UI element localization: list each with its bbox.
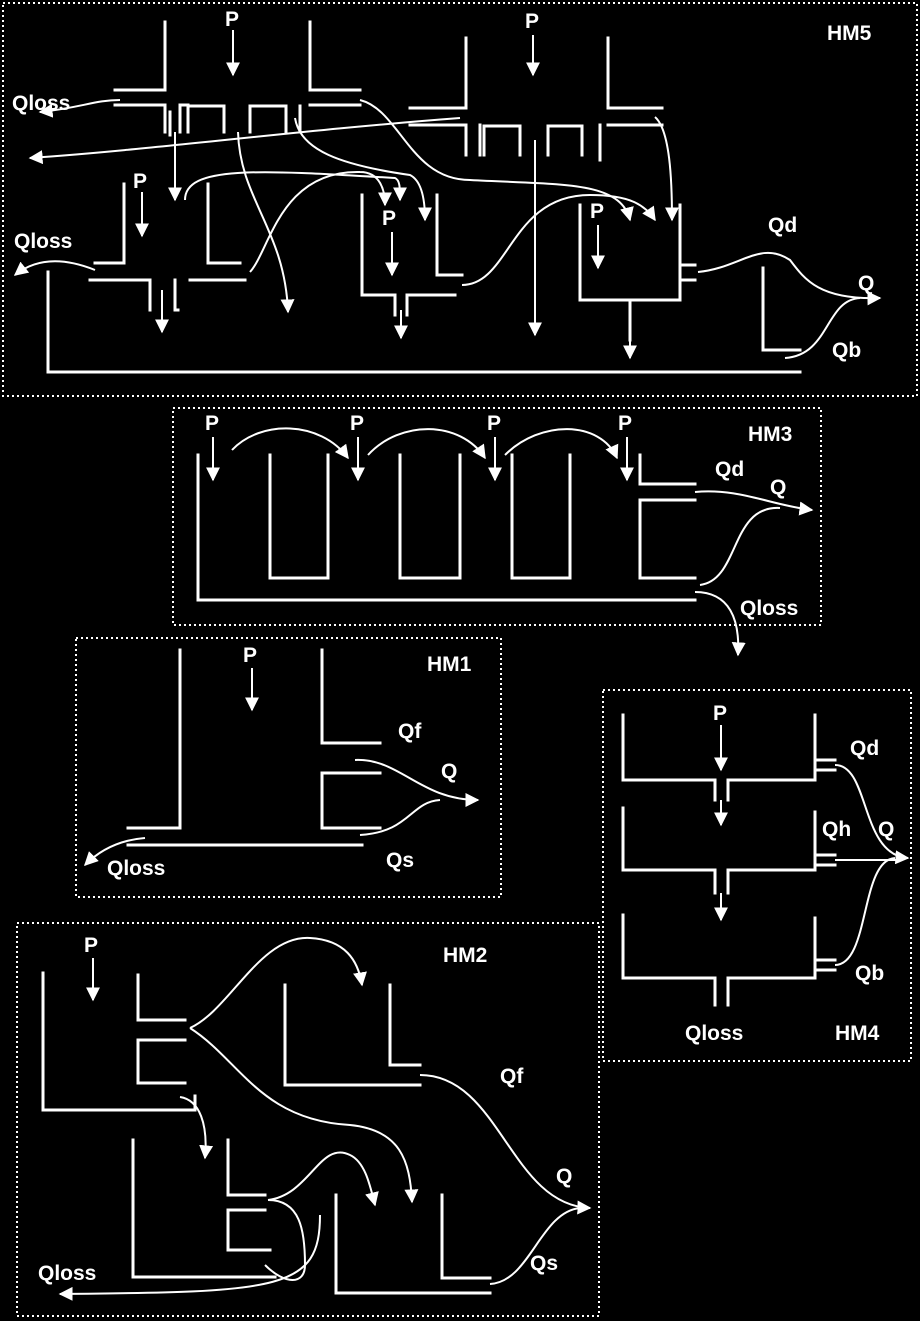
hm5-flow-qloss-lower — [13, 260, 96, 276]
hm1-label-qloss: Qloss — [107, 857, 165, 880]
hm3-flow-overflow-3 — [504, 428, 619, 460]
hm5-label-qloss-1: Qloss — [12, 92, 70, 115]
hm3-label-qd: Qd — [715, 458, 744, 481]
hm5-reservoir-upper-left — [113, 20, 362, 137]
hm2-label-q: Q — [556, 1165, 572, 1188]
hm5-label-p-4: P — [382, 207, 396, 230]
hm4-tank-upper — [621, 713, 837, 802]
hm5-flow-leftward-long — [28, 117, 461, 165]
hm5-label-p-2: P — [525, 10, 539, 33]
panel-hm2-frame — [16, 922, 600, 1317]
hm4-label-qh: Qh — [822, 818, 851, 841]
hm3-label-p-2: P — [350, 412, 364, 435]
hm5-label-p-5: P — [590, 200, 604, 223]
hm3-label-p-4: P — [618, 412, 632, 435]
hm1-label-p: P — [243, 644, 257, 667]
hm4-label-qloss: Qloss — [685, 1022, 743, 1045]
hm2-flow-tank1-to-tank2 — [189, 936, 367, 1029]
panel-hm4-title: HM4 — [835, 1022, 880, 1045]
hm5-reservoir-lower-middle — [360, 193, 464, 317]
hm5-reservoir-lower-left — [88, 182, 247, 312]
hm2-tank-1 — [41, 971, 197, 1112]
hm2-tank-3 — [131, 1138, 277, 1279]
hm5-reservoir-lower-right — [578, 203, 697, 342]
hm4-label-p: P — [713, 702, 727, 725]
hm1-label-qs: Qs — [386, 849, 414, 872]
hm4-label-qd: Qd — [850, 737, 879, 760]
panel-hm3: HM3 P P P P Qd Q Qloss — [172, 407, 822, 657]
hm2-flow-qs — [489, 1207, 581, 1285]
hm4-tank-lower — [621, 913, 837, 1007]
panel-hm3-title: HM3 — [748, 423, 792, 446]
hm5-flow-upper-right-out — [654, 116, 679, 222]
panel-hm2: HM2 P Qf Q Qs Qloss — [16, 922, 600, 1317]
hm1-flow-qloss — [84, 837, 146, 866]
hm5-flow-qloss-upper — [38, 99, 121, 118]
hm2-flow-tank1-to-tank4 — [189, 1027, 419, 1204]
hm5-flow-recharge-c — [249, 170, 392, 273]
panel-hm2-title: HM2 — [443, 944, 487, 967]
hm2-flow-tank3-loop — [264, 1199, 307, 1281]
hm1-flow-qf — [354, 758, 480, 807]
hm3-flow-qd — [694, 490, 814, 516]
hm2-flow-tank3-recirc — [267, 1151, 379, 1207]
hm1-flow-qs — [359, 799, 441, 836]
hm5-flow-recharge-a — [184, 171, 407, 202]
hm2-label-p: P — [84, 934, 98, 957]
panel-hm1-frame — [75, 637, 502, 898]
hm2-label-qf: Qf — [500, 1065, 524, 1088]
hm3-flow-q-lower — [699, 506, 781, 586]
hm2-tank-4 — [334, 1193, 492, 1295]
panel-hm5: HM5 P — [2, 2, 918, 397]
hm5-routing-reservoir — [46, 266, 802, 374]
hm5-flow-drain-2 — [237, 131, 295, 314]
hm5-reservoir-upper-right — [408, 36, 664, 162]
hm3-flow-qloss — [694, 591, 746, 657]
hm4-flow-qb — [834, 857, 896, 966]
panel-hm1: HM1 P Qf Q Qs Qloss — [75, 637, 502, 898]
hm2-flow-qf — [419, 1074, 592, 1215]
hm3-flow-overflow-2 — [367, 428, 486, 460]
hm2-label-qs: Qs — [530, 1252, 558, 1275]
panel-hm5-frame — [2, 2, 918, 397]
panel-hm3-frame — [172, 407, 822, 626]
hm2-flow-qloss — [58, 1214, 321, 1301]
hm3-label-qloss: Qloss — [740, 597, 798, 620]
panel-hm1-title: HM1 — [427, 653, 472, 676]
hm5-label-qb: Qb — [832, 339, 861, 362]
hm5-flow-qb — [784, 297, 861, 359]
hm3-label-p-1: P — [205, 412, 219, 435]
hm3-label-p-3: P — [487, 412, 501, 435]
panel-hm4: HM4 P Qd Qh Q Qb Qloss — [602, 689, 912, 1062]
hm4-label-q: Q — [878, 818, 894, 841]
hm5-label-p-3: P — [133, 170, 147, 193]
hm3-flow-overflow-1 — [231, 427, 349, 460]
hm5-outlets-upper-right — [482, 124, 584, 157]
hm1-tank — [126, 648, 382, 847]
hm5-flow-middle-to-right — [461, 193, 656, 286]
hm5-label-p-1: P — [225, 8, 239, 31]
hm5-label-qd: Qd — [768, 214, 797, 237]
hm3-label-q: Q — [770, 476, 786, 499]
hm5-flow-qd — [697, 251, 882, 306]
hm5-flow-upper-cross — [359, 99, 634, 222]
hm3-main-tank — [196, 453, 697, 602]
hm5-label-qloss-2: Qloss — [14, 230, 72, 253]
hm4-flow-qd — [834, 764, 910, 865]
hm2-tank-2 — [283, 983, 422, 1087]
hm5-label-q: Q — [858, 272, 874, 295]
hm4-tank-middle — [621, 806, 837, 895]
panel-hm5-title: HM5 — [827, 22, 872, 45]
hm1-label-q: Q — [441, 760, 457, 783]
hm5-outlets-upper-left — [186, 104, 302, 134]
hm4-label-qb: Qb — [855, 962, 884, 985]
hm5-flow-recharge-b — [294, 117, 432, 222]
hm2-label-qloss: Qloss — [38, 1262, 96, 1285]
hm1-label-qf: Qf — [398, 720, 422, 743]
hm2-flow-tank1-to-tank3 — [179, 1096, 214, 1160]
